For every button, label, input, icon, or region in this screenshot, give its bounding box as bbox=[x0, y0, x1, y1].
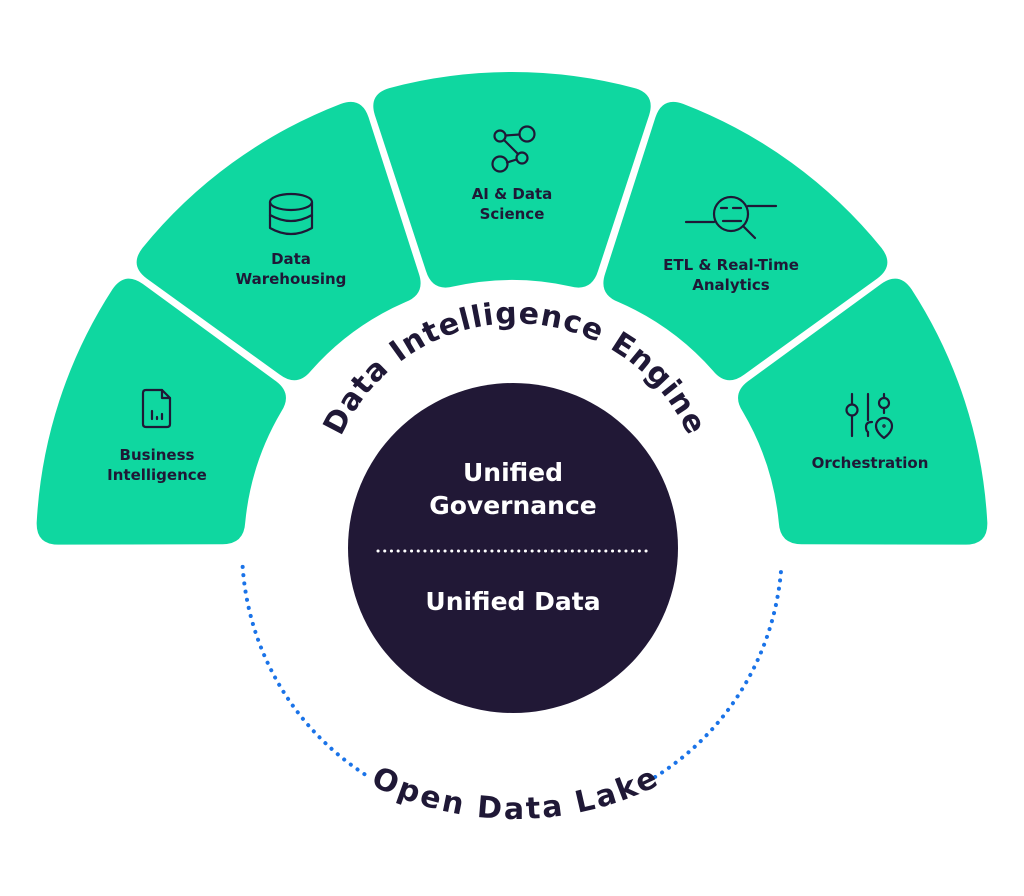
segment-label-ai-data-science-line2: Science bbox=[480, 205, 545, 223]
segment-etl-real-time-analytics bbox=[603, 101, 888, 381]
segment-label-business-intelligence-line1: Business bbox=[120, 446, 195, 464]
segment-label-data-warehousing-line2: Warehousing bbox=[236, 270, 347, 288]
segment-orchestration bbox=[738, 278, 988, 545]
network-nodes-icon bbox=[491, 125, 536, 173]
segment-label-data-warehousing-line1: Data bbox=[271, 250, 311, 268]
segment-ai-data-science bbox=[373, 71, 651, 288]
segment-label-orchestration-line1: Orchestration bbox=[812, 454, 929, 472]
database-icon bbox=[268, 192, 314, 236]
core-label-unified-data: Unified Data bbox=[425, 587, 600, 616]
magnifier-pipeline-icon bbox=[684, 195, 778, 240]
segment-data-warehousing bbox=[136, 101, 421, 381]
open-data-lake-dotted-arc bbox=[240, 564, 784, 779]
sliders-pin-icon bbox=[845, 392, 894, 440]
core-circle bbox=[348, 383, 678, 713]
core-label-governance-line2: Governance bbox=[429, 491, 597, 520]
segment-label-etl-real-time-analytics-line2: Analytics bbox=[692, 276, 770, 294]
segment-business-intelligence bbox=[36, 278, 286, 545]
open-data-lake-label: Open Data Lake bbox=[367, 760, 664, 827]
core-label-governance-line1: Unified bbox=[463, 458, 563, 487]
segment-label-business-intelligence-line2: Intelligence bbox=[107, 466, 207, 484]
segment-label-etl-real-time-analytics-line1: ETL & Real-Time bbox=[663, 256, 799, 274]
report-document-icon bbox=[141, 388, 172, 429]
segment-label-ai-data-science-line1: AI & Data bbox=[472, 185, 553, 203]
